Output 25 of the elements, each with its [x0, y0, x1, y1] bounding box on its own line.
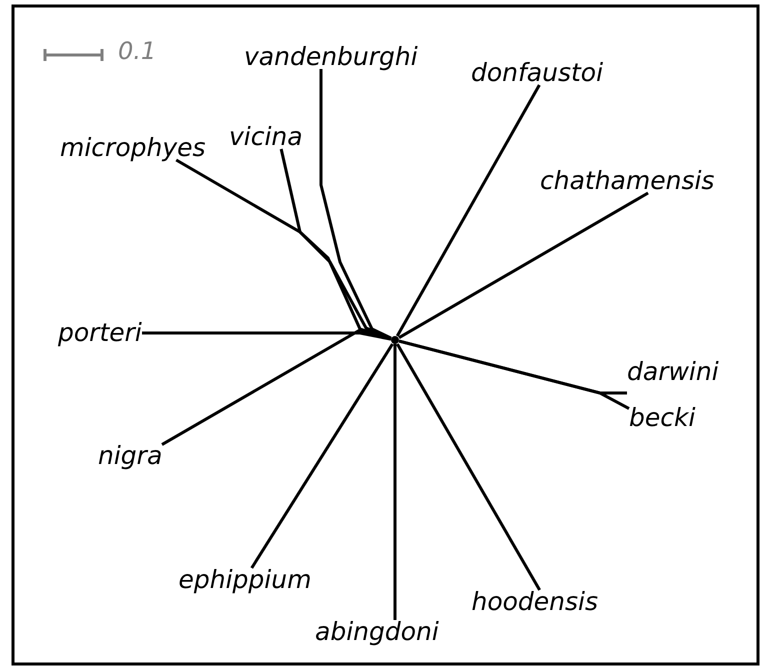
- network-branch: [398, 192, 649, 339]
- taxon-label: vicina: [229, 122, 303, 152]
- network-branch: [142, 332, 392, 341]
- network-branch: [396, 84, 541, 337]
- network-branch: [250, 343, 394, 569]
- network-branch: [320, 69, 392, 340]
- network-branch: [176, 158, 392, 340]
- taxon-label: becki: [629, 403, 696, 433]
- taxon-label: ephippium: [178, 565, 312, 595]
- scale-label: 0.1: [118, 37, 156, 65]
- network-branch: [396, 343, 541, 591]
- taxon-label: hoodensis: [472, 587, 598, 617]
- taxon-label: chathamensis: [540, 166, 714, 196]
- network-branch: [161, 328, 392, 446]
- network-branch: [398, 340, 630, 410]
- taxon-label: nigra: [98, 441, 162, 471]
- taxon-label: donfaustoi: [471, 58, 604, 88]
- taxon-label: abingdoni: [315, 617, 439, 647]
- taxon-label: vandenburghi: [244, 42, 418, 72]
- taxon-label: darwini: [627, 357, 719, 387]
- network-branch: [394, 344, 396, 620]
- network-branch: [280, 148, 392, 340]
- taxon-label: microphyes: [60, 133, 206, 163]
- taxon-label: porteri: [58, 318, 142, 348]
- network-center-point: [391, 336, 399, 344]
